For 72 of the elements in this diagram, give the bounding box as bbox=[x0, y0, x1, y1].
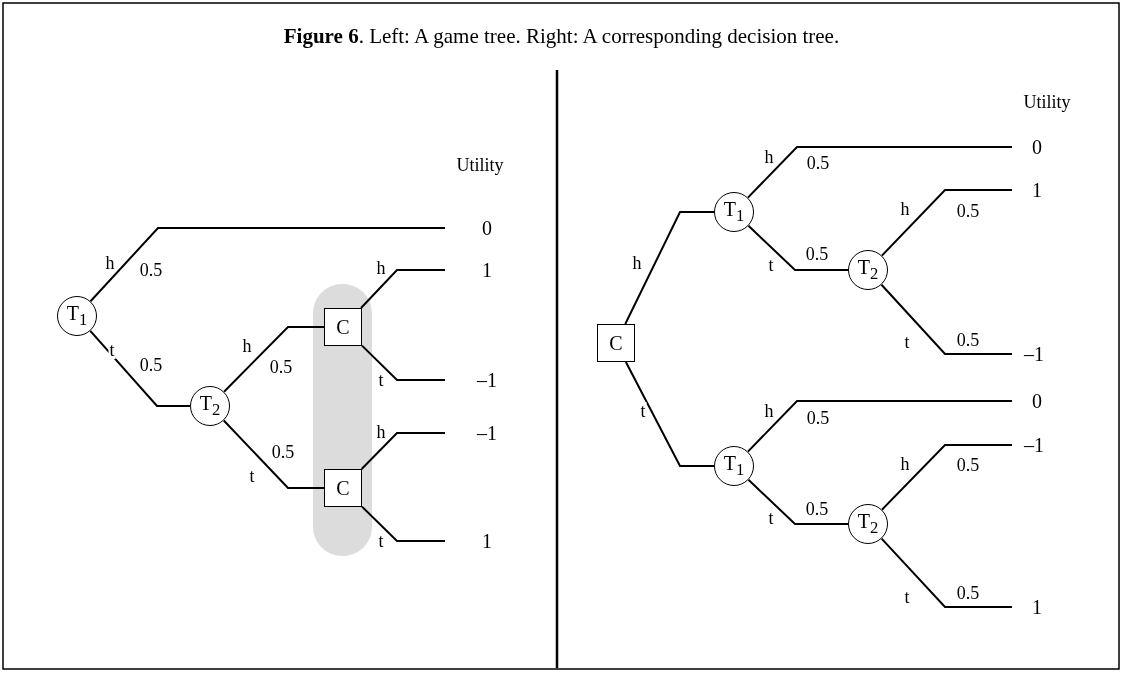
probability-label: 0.5 bbox=[139, 356, 163, 374]
chance-node-circle bbox=[714, 192, 754, 232]
decision-node-square bbox=[597, 324, 635, 362]
probability-label: 0.5 bbox=[139, 261, 163, 279]
edge-label: h bbox=[631, 254, 643, 272]
tree-branch bbox=[624, 361, 715, 467]
utility-value: –1 bbox=[445, 368, 529, 392]
utility-value: 1 bbox=[445, 529, 529, 553]
column-header: Utility bbox=[456, 156, 504, 174]
edge-label: t bbox=[639, 402, 647, 420]
probability-label: 0.5 bbox=[956, 456, 980, 474]
probability-label: 0.5 bbox=[271, 443, 295, 461]
tree-branch bbox=[360, 269, 446, 309]
probability-label: 0.5 bbox=[805, 500, 829, 518]
figure-caption: Figure 6. Left: A game tree. Right: A corresponding decision tree. bbox=[282, 24, 841, 49]
utility-value: 1 bbox=[445, 258, 529, 282]
decision-node-square bbox=[324, 469, 362, 507]
decision-node-square bbox=[324, 308, 362, 346]
tree-branch bbox=[747, 224, 849, 271]
tree-branch bbox=[880, 283, 1013, 355]
utility-value: –1 bbox=[1012, 433, 1056, 457]
tree-branch bbox=[747, 478, 849, 525]
tree-branch bbox=[880, 537, 1013, 608]
chance-node-circle bbox=[848, 504, 888, 544]
utility-value: –1 bbox=[445, 421, 529, 445]
node-label: T$_{1}$ bbox=[723, 199, 745, 225]
chance-node-circle bbox=[190, 386, 230, 426]
tree-branch bbox=[222, 419, 325, 489]
probability-label: 0.5 bbox=[956, 331, 980, 349]
node-label: C bbox=[609, 333, 623, 353]
node-label: C bbox=[336, 478, 350, 498]
tree-branch bbox=[746, 400, 1013, 453]
chance-node-circle bbox=[57, 296, 97, 336]
node-label: C bbox=[336, 317, 350, 337]
tree-branch bbox=[89, 329, 191, 407]
edge-label: h bbox=[899, 200, 911, 218]
tree-branch bbox=[361, 505, 446, 542]
node-label: T$_{2}$ bbox=[857, 511, 879, 537]
utility-value: 0 bbox=[1012, 389, 1062, 413]
chance-node-circle bbox=[848, 250, 888, 290]
probability-label: 0.5 bbox=[956, 202, 980, 220]
edge-label: h bbox=[763, 148, 775, 166]
utility-value: 0 bbox=[445, 216, 529, 240]
utility-value: –1 bbox=[1012, 342, 1056, 366]
node-label: T$_{2}$ bbox=[199, 393, 221, 419]
tree-branch bbox=[223, 326, 325, 393]
node-label: T$_{2}$ bbox=[857, 257, 879, 283]
column-header: Utility bbox=[1023, 93, 1071, 111]
edge-label: h bbox=[375, 423, 387, 441]
tree-branch bbox=[360, 432, 446, 470]
node-label: T$_{1}$ bbox=[723, 453, 745, 479]
tree-branch bbox=[361, 344, 446, 381]
probability-label: 0.5 bbox=[805, 245, 829, 263]
tree-branch bbox=[880, 444, 1013, 511]
chance-node-circle bbox=[714, 446, 754, 486]
utility-value: 0 bbox=[1012, 135, 1062, 159]
edge-label: h bbox=[375, 259, 387, 277]
tree-branch bbox=[89, 227, 446, 303]
probability-label: 0.5 bbox=[806, 154, 830, 172]
utility-value: 1 bbox=[1012, 178, 1062, 202]
probability-label: 0.5 bbox=[806, 409, 830, 427]
edge-label: h bbox=[899, 455, 911, 473]
probability-label: 0.5 bbox=[269, 358, 293, 376]
probability-label: 0.5 bbox=[956, 584, 980, 602]
node-label: T$_{1}$ bbox=[66, 303, 88, 329]
utility-value: 1 bbox=[1012, 595, 1062, 619]
edge-label: h bbox=[104, 254, 116, 272]
tree-branch bbox=[746, 146, 1013, 199]
edge-label: h bbox=[241, 337, 253, 355]
tree-branch bbox=[880, 189, 1013, 257]
edge-label: h bbox=[763, 402, 775, 420]
tree-branch bbox=[624, 211, 715, 325]
